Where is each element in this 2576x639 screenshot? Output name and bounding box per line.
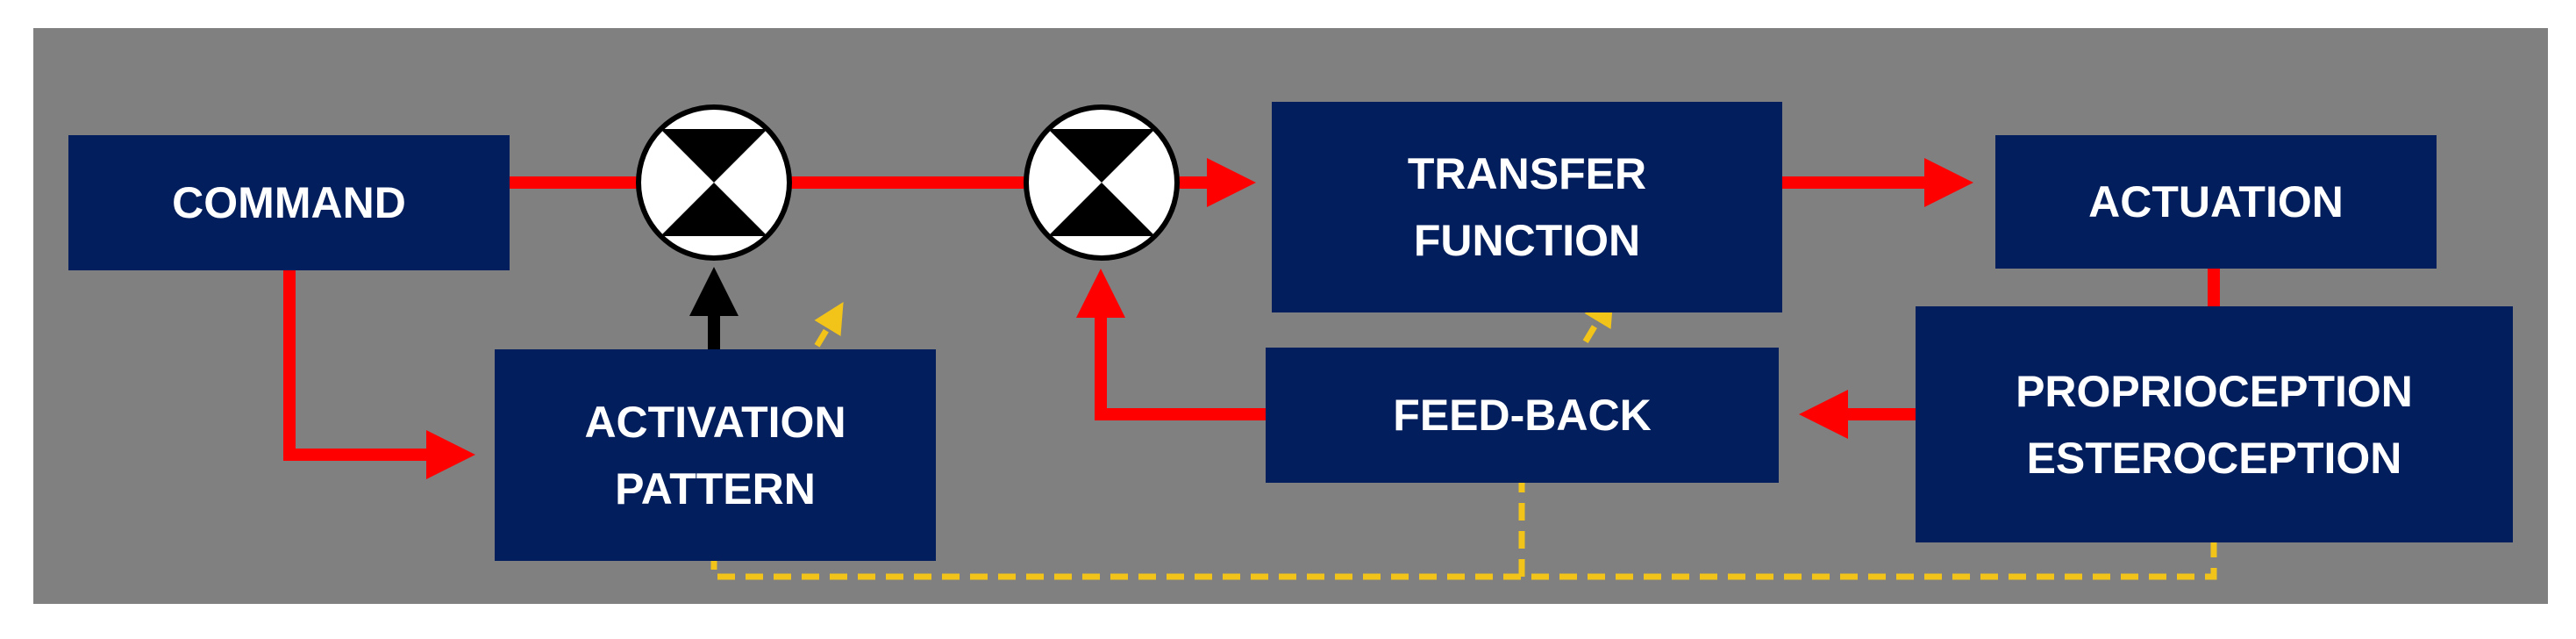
summing-junction-2	[1024, 104, 1180, 261]
command-label: COMMAND	[172, 178, 406, 227]
feedback-label: FEED-BACK	[1393, 391, 1652, 440]
actuation-label: ACTUATION	[2088, 177, 2344, 226]
actuation-block: ACTUATION	[1995, 135, 2437, 269]
activation-pattern-block: ACTIVATION PATTERN	[495, 349, 936, 561]
summing-junction-1	[636, 104, 792, 261]
arrow-feedback-to-junction2	[1076, 269, 1267, 420]
proprioception-esteroception-label: PROPRIOCEPTION ESTEROCEPTION	[2016, 366, 2413, 483]
feedback-block: FEED-BACK	[1266, 348, 1779, 483]
arrow-command-to-activation	[283, 270, 475, 479]
proprioception-esteroception-block: PROPRIOCEPTION ESTEROCEPTION	[1916, 306, 2513, 542]
transfer-function-block: TRANSFER FUNCTION	[1272, 102, 1782, 312]
transfer-function-label: TRANSFER FUNCTION	[1407, 149, 1647, 265]
activation-pattern-label: ACTIVATION PATTERN	[584, 397, 846, 513]
command-block: COMMAND	[68, 135, 510, 270]
